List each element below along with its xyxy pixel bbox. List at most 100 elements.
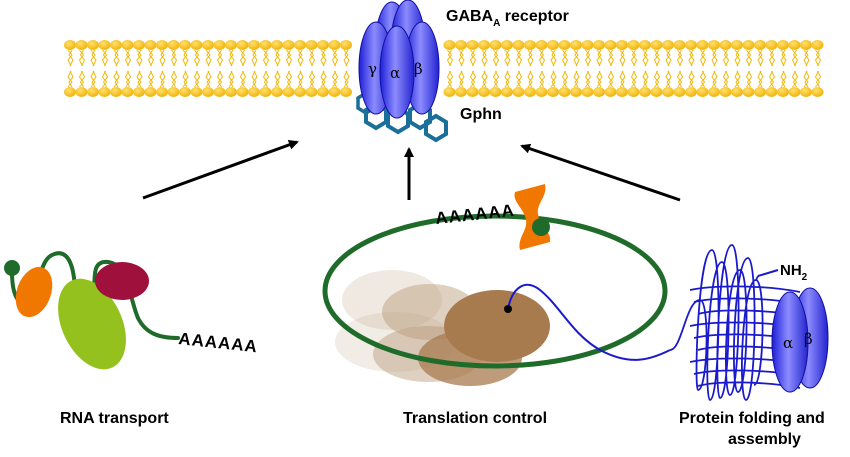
lipid-head-inner <box>800 87 812 97</box>
nh2-leader <box>757 269 779 277</box>
caption-protein-folding-line2: assembly <box>728 431 801 448</box>
lipid-head-inner <box>673 87 686 97</box>
lipid-tails <box>136 49 143 88</box>
lipid-head-outer <box>696 40 709 50</box>
lipid-tails <box>343 49 350 88</box>
lipid-head-inner <box>719 87 732 97</box>
lipid-head-outer <box>98 40 111 50</box>
lipid-head-outer <box>512 40 525 50</box>
peptide-exit-site <box>504 305 512 313</box>
lipid-head-inner <box>604 87 617 97</box>
lipid-head-inner <box>144 87 157 97</box>
lipid-tails <box>538 49 546 88</box>
lipid-head-outer <box>133 40 145 50</box>
lipid-head-inner <box>593 87 605 97</box>
lipid-tails <box>78 49 86 88</box>
nh2-terminus-label: NH2 <box>780 262 808 283</box>
lipid-head-inner <box>236 87 249 97</box>
lipid-head-outer <box>466 40 479 50</box>
lipid-head-outer <box>685 40 697 50</box>
lipid-tails <box>665 49 672 88</box>
lipid-tails <box>67 49 74 88</box>
lipid-head-outer <box>719 40 732 50</box>
lipid-head-inner <box>179 87 191 97</box>
lipid-head-outer <box>121 40 134 50</box>
lipid-tails <box>596 49 603 88</box>
lipid-head-outer <box>294 40 306 50</box>
lipid-tails <box>573 49 580 88</box>
lipid-tails <box>285 49 293 88</box>
lipid-head-outer <box>673 40 686 50</box>
lipid-tails <box>458 49 465 88</box>
lipid-tails <box>205 49 212 88</box>
ribosome-ghost <box>342 270 442 330</box>
lipid-head-inner <box>110 87 122 97</box>
lipid-tails <box>711 49 718 88</box>
lipid-head-inner <box>466 87 479 97</box>
caption-translation-control: Translation control <box>403 410 547 427</box>
lipid-head-inner <box>294 87 306 97</box>
transport-maroon-protein <box>95 262 149 300</box>
arrows <box>142 140 681 202</box>
folded-beta-label: β <box>804 330 813 348</box>
receptor-alpha-subunit-label: α <box>390 64 400 82</box>
lipid-head-outer <box>167 40 180 50</box>
receptor-beta-subunit-label: β <box>414 60 423 78</box>
lipid-head-inner <box>489 87 502 97</box>
lipid-head-inner <box>87 87 99 97</box>
lipid-tails <box>193 49 201 88</box>
gphn-label: Gphn <box>460 106 502 123</box>
transport-lime-protein <box>58 278 126 370</box>
arrow-left <box>142 140 299 200</box>
lipid-head-inner <box>121 87 134 97</box>
lipid-head-inner <box>788 87 801 97</box>
lipid-tails <box>527 49 534 88</box>
lipid-head-inner <box>650 87 663 97</box>
lipid-head-outer <box>340 40 352 50</box>
lipid-head-outer <box>742 40 755 50</box>
lipid-head-outer <box>547 40 559 50</box>
lipid-tails <box>504 49 511 88</box>
lipid-tails <box>331 49 339 88</box>
lipid-head-outer <box>731 40 743 50</box>
lipid-head-inner <box>190 87 203 97</box>
lipid-head-outer <box>455 40 467 50</box>
lipid-head-outer <box>443 40 456 50</box>
translation-polya-tail: AAAAAA <box>434 201 515 228</box>
lipid-tails <box>159 49 166 88</box>
lipid-head-outer <box>328 40 341 50</box>
lipid-tails <box>607 49 615 88</box>
lipid-head-outer <box>248 40 260 50</box>
lipid-tails <box>676 49 684 88</box>
lipid-head-outer <box>765 40 778 50</box>
gabaa-receptor: γ α β <box>358 0 440 119</box>
lipid-head-outer <box>305 40 318 50</box>
transport-polya-tail: AAAAAA <box>178 329 259 356</box>
lipid-bilayer-membrane <box>64 40 824 97</box>
arrow-right <box>520 143 681 202</box>
lipid-head-inner <box>696 87 709 97</box>
lipid-tails <box>216 49 224 88</box>
gabaa-receptor-label: GABAA receptor <box>446 8 569 29</box>
lipid-head-inner <box>64 87 76 97</box>
lipid-head-inner <box>639 87 651 97</box>
lipid-head-outer <box>581 40 594 50</box>
lipid-head-inner <box>742 87 755 97</box>
lipid-tails <box>561 49 569 88</box>
lipid-head-inner <box>627 87 640 97</box>
transport-cap <box>4 260 20 276</box>
nascent-polypeptide <box>507 283 671 361</box>
lipid-head-outer <box>524 40 536 50</box>
lipid-head-inner <box>328 87 341 97</box>
lipid-head-outer <box>179 40 191 50</box>
lipid-head-inner <box>765 87 778 97</box>
lipid-head-inner <box>156 87 168 97</box>
lipid-tails <box>653 49 661 88</box>
lipid-head-inner <box>662 87 674 97</box>
lipid-head-outer <box>754 40 766 50</box>
lipid-head-outer <box>650 40 663 50</box>
lipid-tails <box>814 49 822 88</box>
lipid-head-outer <box>64 40 76 50</box>
lipid-head-outer <box>558 40 571 50</box>
translation-control: AAAAAA <box>322 184 671 386</box>
